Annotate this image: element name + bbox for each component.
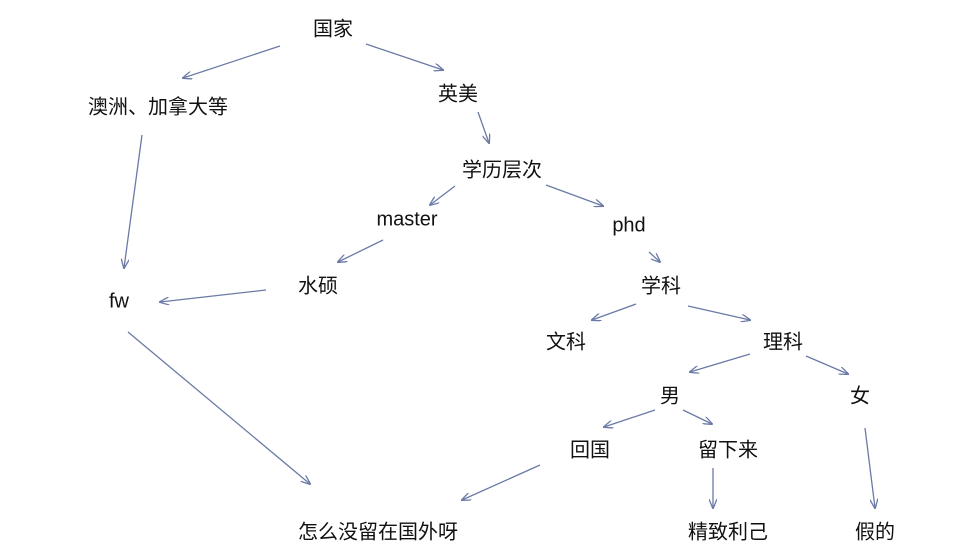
node-female: 女 [850, 383, 870, 408]
node-uk-us: 英美 [438, 81, 478, 106]
arrow-male-to-return-home [604, 409, 656, 427]
node-egoist: 精致利己 [688, 519, 768, 544]
node-discipline: 学科 [641, 273, 681, 298]
node-fw: fw [109, 290, 129, 313]
arrow-return-home-to-why-not-stay [462, 464, 541, 500]
arrow-male-to-stay [682, 409, 712, 424]
arrow-master-to-water-master [338, 239, 384, 262]
node-stay: 留下来 [698, 437, 758, 462]
node-country: 国家 [313, 16, 353, 41]
node-return-home: 回国 [570, 437, 610, 462]
node-fake: 假的 [855, 519, 895, 544]
node-phd: phd [612, 214, 646, 237]
node-master: master [376, 208, 438, 231]
arrow-discipline-to-science [687, 305, 750, 320]
node-degree-level: 学历层次 [462, 157, 542, 182]
arrow-aus-can-to-fw [124, 134, 143, 268]
node-why-not-stay: 怎么没留在国外呀 [298, 519, 458, 544]
node-humanities: 文科 [546, 329, 586, 354]
arrow-degree-to-phd [545, 184, 603, 206]
arrow-uk-us-to-degree [477, 111, 489, 143]
arrow-fw-to-why-not-stay [127, 331, 310, 484]
arrow-country-to-uk-us [365, 43, 443, 70]
arrow-degree-to-master [430, 185, 456, 205]
arrow-water-master-to-fw [160, 289, 267, 302]
node-aus-can: 澳洲、加拿大等 [88, 94, 228, 119]
arrow-discipline-to-humanities [592, 303, 637, 320]
node-science: 理科 [763, 329, 803, 354]
arrow-phd-to-discipline [648, 251, 660, 262]
node-male: 男 [660, 383, 680, 408]
arrow-science-to-female [805, 355, 848, 374]
arrow-female-to-fake [864, 427, 875, 508]
arrow-country-to-aus-can [183, 45, 281, 78]
node-water-master: 水硕 [298, 273, 338, 298]
arrow-science-to-male [690, 353, 751, 372]
